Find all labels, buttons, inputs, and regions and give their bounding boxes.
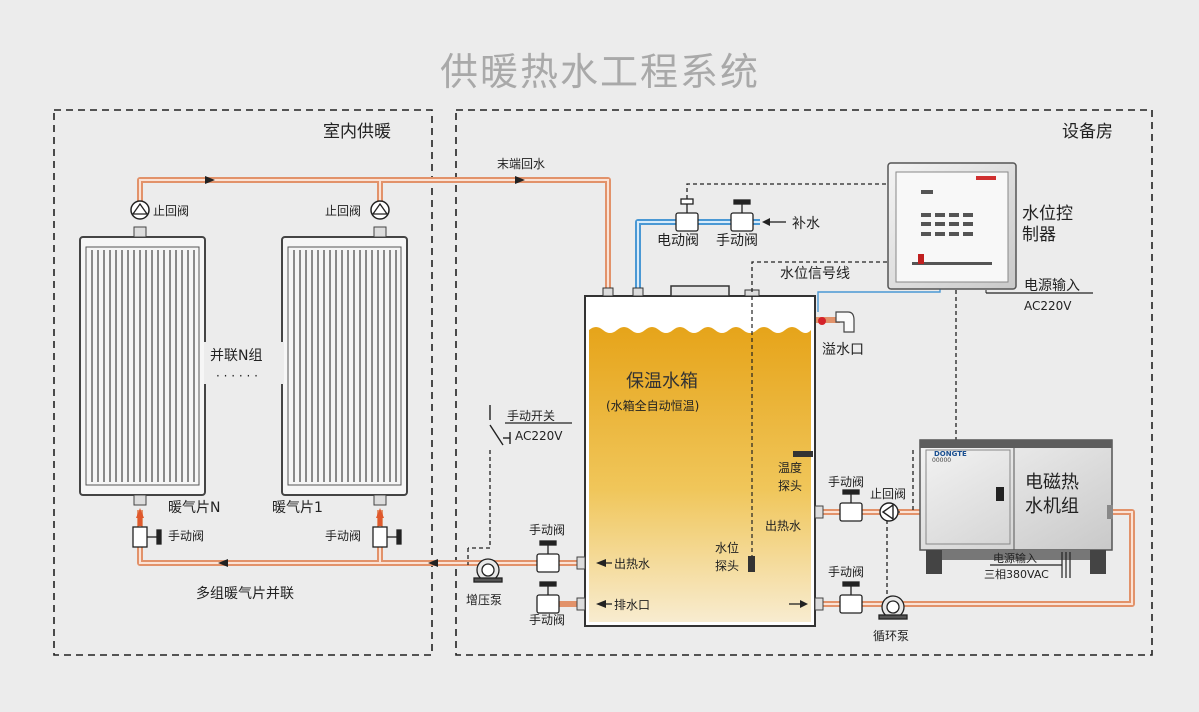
drain-valve-label: 手动阀 (529, 613, 565, 627)
makeup-manual-valve-icon[interactable] (730, 199, 754, 232)
controller-name-2: 制器 (1022, 225, 1056, 245)
heater-brand: DONGTE (934, 450, 967, 458)
hot-out-valve-label: 手动阀 (529, 523, 565, 537)
radiator-1 (281, 236, 408, 496)
control-wires (467, 183, 957, 600)
booster-pump-label: 增压泵 (466, 593, 502, 607)
heater-power-value: 三相380VAC (984, 568, 1049, 581)
booster-pump-icon[interactable] (473, 558, 503, 583)
temp-probe-icon (793, 451, 813, 457)
hot-out-left-label: 出热水 (614, 557, 650, 571)
signal-line-label: 水位信号线 (780, 266, 850, 282)
manual-switch-icon[interactable] (489, 405, 511, 446)
level-probe-label-2: 探头 (715, 559, 739, 573)
controller-power-value: AC220V (1024, 299, 1072, 313)
right-check-valve-label: 止回阀 (870, 487, 906, 501)
hot-out-right-label: 出热水 (765, 519, 801, 533)
inlet-arrows (136, 508, 384, 526)
drain-label: 排水口 (614, 598, 650, 612)
manual-valve-radiator-n-icon (132, 526, 162, 548)
check-valve-radiator-1-icon (370, 200, 390, 220)
controller-power-label: 电源输入 (1024, 278, 1080, 294)
hot-out-manual-valve-icon[interactable] (536, 540, 560, 573)
tank-outlet-arrows (596, 559, 612, 608)
equipment-room-label: 设备房 (1062, 122, 1113, 142)
controller-name-1: 水位控 (1022, 204, 1073, 224)
electric-valve-label: 电动阀 (657, 233, 699, 249)
heater-arrow-icon (800, 600, 808, 608)
radiator-1-label: 暖气片1 (272, 500, 323, 516)
parallel-dots: · · · · · · (216, 369, 258, 383)
heater-power-wires (990, 552, 1071, 578)
drain-manual-valve-icon[interactable] (536, 581, 560, 614)
electric-valve-icon[interactable] (675, 198, 699, 232)
heater-brand-sub: 00000 (932, 457, 951, 464)
circulation-pump-icon[interactable] (878, 595, 908, 620)
right-manual-valve-top-icon[interactable] (839, 489, 863, 522)
insulated-tank (584, 285, 816, 627)
level-probe-icon (748, 556, 755, 572)
makeup-water-label: 补水 (792, 216, 820, 232)
return-line-label: 末端回水 (497, 157, 545, 171)
level-probe-label-1: 水位 (715, 540, 739, 555)
indoor-zone (53, 109, 433, 656)
switch-voltage: AC220V (515, 429, 563, 443)
overflow-indicator-icon (818, 317, 826, 325)
heater-power-label: 电源输入 (993, 551, 1037, 565)
circulation-pump-label: 循环泵 (873, 629, 909, 643)
right-manual-valve-top-label: 手动阀 (828, 475, 864, 489)
radiator-n-label: 暖气片N (168, 500, 220, 516)
manual-valve-radiator-1-icon (372, 526, 402, 548)
radiator-n (79, 236, 206, 496)
heater-name-2: 水机组 (1025, 496, 1079, 517)
temp-probe-label-2: 探头 (778, 479, 802, 493)
overflow-label: 溢水口 (822, 342, 864, 358)
tank-flanges (576, 505, 824, 611)
temp-probe-label-1: 温度 (778, 460, 802, 475)
tank-name: 保温水箱 (626, 371, 698, 392)
check-valve-n-label: 止回阀 (153, 204, 189, 218)
right-check-valve-icon[interactable] (879, 502, 899, 522)
right-manual-valve-bottom-icon[interactable] (839, 581, 863, 614)
electromagnetic-heater-unit (919, 439, 1113, 574)
switch-label: 手动开关 (507, 409, 555, 423)
equipment-room-zone (455, 109, 1153, 656)
manual-valve-n-label: 手动阀 (168, 529, 204, 543)
makeup-arrow-icon (762, 218, 770, 226)
multi-radiators-label: 多组暖气片并联 (196, 585, 294, 602)
radiator-label-bg (204, 342, 284, 384)
radiator-fittings (133, 226, 387, 506)
water-level-controller (887, 162, 1017, 290)
parallel-group-label: 并联N组 (210, 348, 262, 364)
indoor-zone-label: 室内供暖 (323, 122, 391, 142)
manual-valve-1-label: 手动阀 (325, 529, 361, 543)
overflow-elbow-icon (835, 311, 855, 333)
right-manual-valve-bottom-label: 手动阀 (828, 565, 864, 579)
makeup-manual-valve-label: 手动阀 (716, 233, 758, 249)
page-title: 供暖热水工程系统 (440, 50, 760, 94)
tank-subtitle: (水箱全自动恒温) (606, 398, 699, 413)
check-valve-radiator-n-icon (130, 200, 150, 220)
check-valve-1-label: 止回阀 (325, 204, 361, 218)
heater-name-1: 电磁热 (1025, 472, 1079, 493)
controller-signal-wire (817, 286, 941, 312)
